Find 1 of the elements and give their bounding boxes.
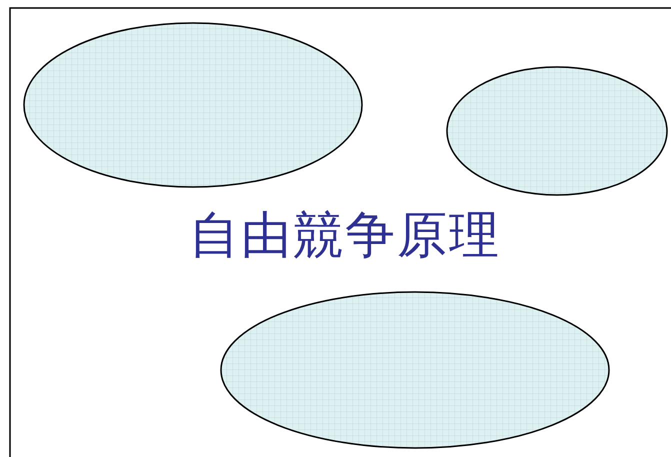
title: 自由競争原理: [188, 205, 502, 266]
